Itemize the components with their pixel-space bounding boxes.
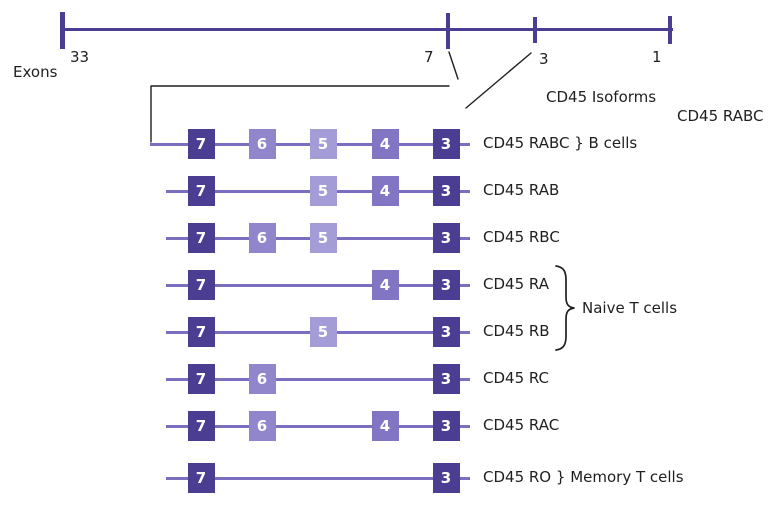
isoform-label: CD45 RB [483,322,550,340]
exon-box-3: 3 [432,270,460,300]
isoform-backbone-line [166,284,470,287]
exon-box-4: 4 [371,411,399,441]
exon-box-6: 6 [248,364,276,394]
ruler-tick [668,16,672,44]
exon-box-7: 7 [187,176,215,206]
isoform-label: CD45 RABC } B cells [483,134,638,152]
isoform-backbone-line [166,425,470,428]
exon-box-3: 3 [432,223,460,253]
ruler-tick-label: 7 [424,48,434,66]
isoform-label: CD45 RAB [483,181,560,199]
ruler-tick [533,17,537,43]
ruler-tick [60,12,65,49]
isoform-label: CD45 RBC [483,228,560,246]
exon-box-3: 3 [432,411,460,441]
exon-box-3: 3 [432,317,460,347]
exon-box-5: 5 [309,129,337,159]
exon-box-7: 7 [187,223,215,253]
isoform-label: CD45 RO } Memory T cells [483,468,684,486]
exon-box-7: 7 [187,129,215,159]
isoform-backbone-line [166,378,470,381]
exon-box-5: 5 [309,223,337,253]
exon-box-3: 3 [432,463,460,493]
isoforms-title: CD45 Isoforms [546,88,657,106]
connector-from-exon7-tick [448,51,459,80]
exon-box-7: 7 [187,463,215,493]
exon-box-4: 4 [371,176,399,206]
isoform-label: CD45 RA [483,275,549,293]
naive-tcells-brace [555,265,575,351]
exon-box-5: 5 [309,176,337,206]
ruler-tick [446,13,450,49]
exon-ruler-line [62,28,673,31]
exon-box-7: 7 [187,411,215,441]
exon-box-4: 4 [371,270,399,300]
exon-box-6: 6 [248,411,276,441]
isoform-label: CD45 RAC [483,416,560,434]
isoform-backbone-line [166,477,470,480]
exon-box-7: 7 [187,317,215,347]
exon-box-7: 7 [187,270,215,300]
ruler-tick-label: 33 [70,48,90,66]
exon-box-7: 7 [187,364,215,394]
naive-tcells-label: Naive T cells [582,299,678,317]
ruler-axis-label: Exons [13,63,58,81]
exon-box-3: 3 [432,364,460,394]
connector-from-exon3-tick [465,52,532,109]
exon-box-3: 3 [432,176,460,206]
exon-box-6: 6 [248,129,276,159]
exon-box-6: 6 [248,223,276,253]
isoform-label: CD45 RC [483,369,550,387]
ruler-tick-label: 3 [539,50,549,68]
exon-box-5: 5 [309,317,337,347]
exon-box-3: 3 [432,129,460,159]
exon-box-4: 4 [371,129,399,159]
ruler-tick-label: 1 [652,48,662,66]
corner-label: CD45 RABC [677,107,764,125]
